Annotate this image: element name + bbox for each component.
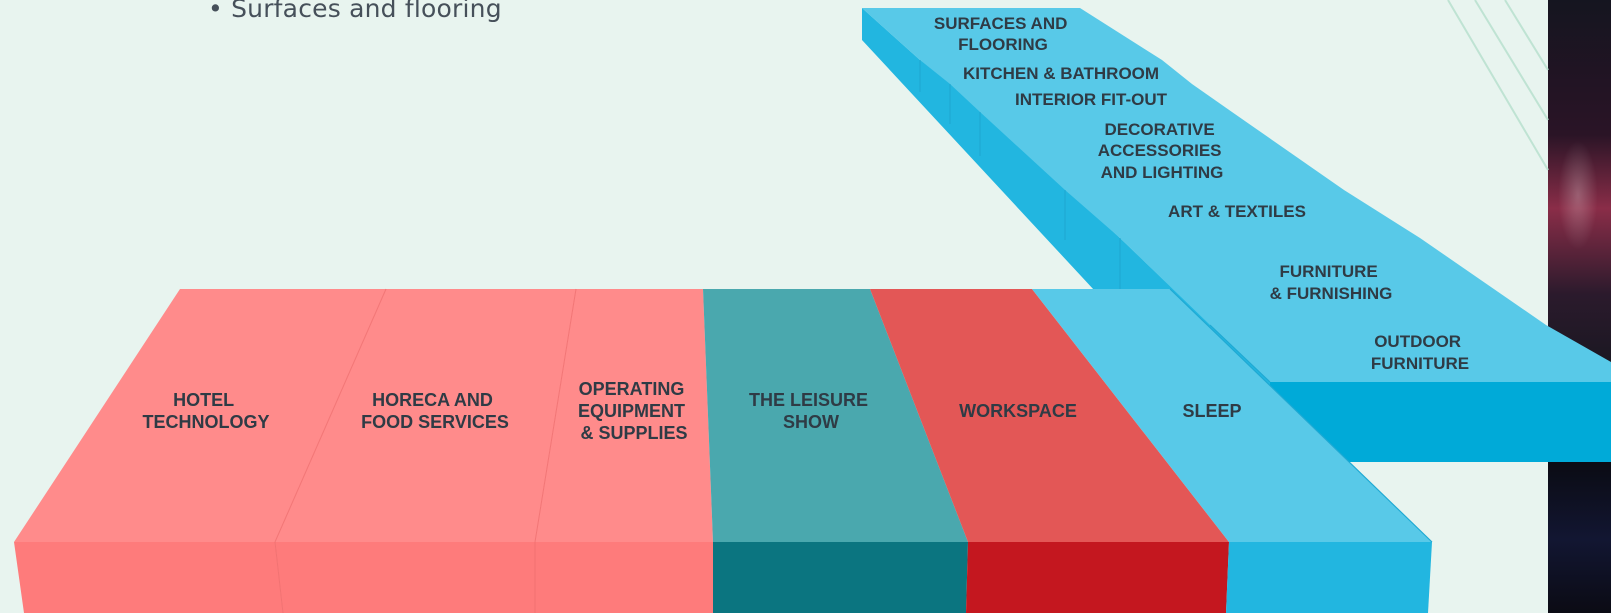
tier-divider xyxy=(1209,324,1271,383)
block-sleep-front xyxy=(1226,542,1432,613)
label-art: ART & TEXTILES xyxy=(1168,202,1306,221)
label-line: EQUIPMENT xyxy=(578,401,685,421)
photo-glare xyxy=(1558,140,1598,250)
label-line: FOOD SERVICES xyxy=(361,412,509,432)
tier-kitchen xyxy=(920,60,1192,84)
block-operating-front xyxy=(535,542,713,613)
tier-furniture xyxy=(1120,238,1546,325)
bullet-list-item: • Surfaces and flooring xyxy=(208,0,502,23)
blue-stack xyxy=(862,8,1611,462)
label-line: AND LIGHTING xyxy=(1101,163,1224,182)
sleep-edge xyxy=(1169,288,1433,543)
label-line: ART & TEXTILES xyxy=(1168,202,1306,221)
block-horeca-front xyxy=(275,542,535,613)
label-surfaces: SURFACES AND FLOORING xyxy=(934,14,1072,54)
label-sleep: SLEEP xyxy=(1182,401,1241,421)
label-furniture: FURNITURE & FURNISHING xyxy=(1270,262,1393,303)
deco-line xyxy=(1447,0,1549,171)
tier-outdoor xyxy=(1210,325,1611,382)
block-sleep-top xyxy=(1032,289,1432,542)
label-horeca: HORECA AND FOOD SERVICES xyxy=(361,390,509,432)
tier-surfaces xyxy=(862,8,1162,60)
label-hotel-technology: HOTEL TECHNOLOGY xyxy=(142,390,269,432)
label-line: OUTDOOR xyxy=(1374,332,1461,351)
block-operating-top xyxy=(535,289,713,542)
deco-line xyxy=(1504,0,1549,71)
block-hotel-top xyxy=(14,289,386,542)
block-leisure-front xyxy=(713,542,968,613)
label-line: HOTEL xyxy=(173,390,234,410)
block-divider xyxy=(274,288,387,543)
label-line: DECORATIVE xyxy=(1105,120,1215,139)
decorative-lines xyxy=(1447,0,1549,171)
labels: SURFACES AND FLOORING KITCHEN & BATHROOM… xyxy=(142,14,1469,443)
label-line: THE LEISURE xyxy=(749,390,868,410)
label-leisure: THE LEISURE SHOW xyxy=(749,390,873,432)
label-line: & FURNISHING xyxy=(1270,284,1393,303)
label-operating: OPERATING EQUIPMENT & SUPPLIES xyxy=(578,379,690,443)
label-line: TECHNOLOGY xyxy=(142,412,269,432)
deco-line xyxy=(1474,0,1549,121)
bullet-item-text: Surfaces and flooring xyxy=(231,0,502,23)
label-workspace: WORKSPACE xyxy=(959,401,1077,421)
block-hotel-front xyxy=(14,542,283,613)
block-workspace-front xyxy=(966,542,1229,613)
label-line: INTERIOR FIT-OUT xyxy=(1015,90,1168,109)
label-interior: INTERIOR FIT-OUT xyxy=(1015,90,1168,109)
label-line: KITCHEN & BATHROOM xyxy=(963,64,1159,83)
label-line: FURNITURE xyxy=(1371,354,1469,373)
label-line: SURFACES AND xyxy=(934,14,1068,33)
label-outdoor: OUTDOOR FURNITURE xyxy=(1371,332,1469,373)
label-line: FLOORING xyxy=(958,35,1048,54)
label-line: HORECA AND xyxy=(372,390,493,410)
label-line: OPERATING xyxy=(579,379,685,399)
label-line: & SUPPLIES xyxy=(580,423,687,443)
label-decorative: DECORATIVE ACCESSORIES AND LIGHTING xyxy=(1098,120,1226,182)
label-line: FURNITURE xyxy=(1280,262,1378,281)
front-row xyxy=(14,288,1433,613)
label-line: SLEEP xyxy=(1182,401,1241,421)
block-leisure-top xyxy=(703,289,968,542)
block-divider xyxy=(274,541,284,613)
block-divider xyxy=(534,288,577,543)
stage-photo xyxy=(1548,0,1611,613)
label-line: WORKSPACE xyxy=(959,401,1077,421)
tier-art xyxy=(1065,190,1420,238)
block-workspace-top xyxy=(870,289,1229,542)
label-kitchen: KITCHEN & BATHROOM xyxy=(963,64,1159,83)
label-line: ACCESSORIES xyxy=(1098,141,1222,160)
label-line: SHOW xyxy=(783,412,839,432)
block-horeca-top xyxy=(275,289,576,542)
tier-interior xyxy=(950,84,1232,112)
tier-decorative xyxy=(980,112,1344,190)
